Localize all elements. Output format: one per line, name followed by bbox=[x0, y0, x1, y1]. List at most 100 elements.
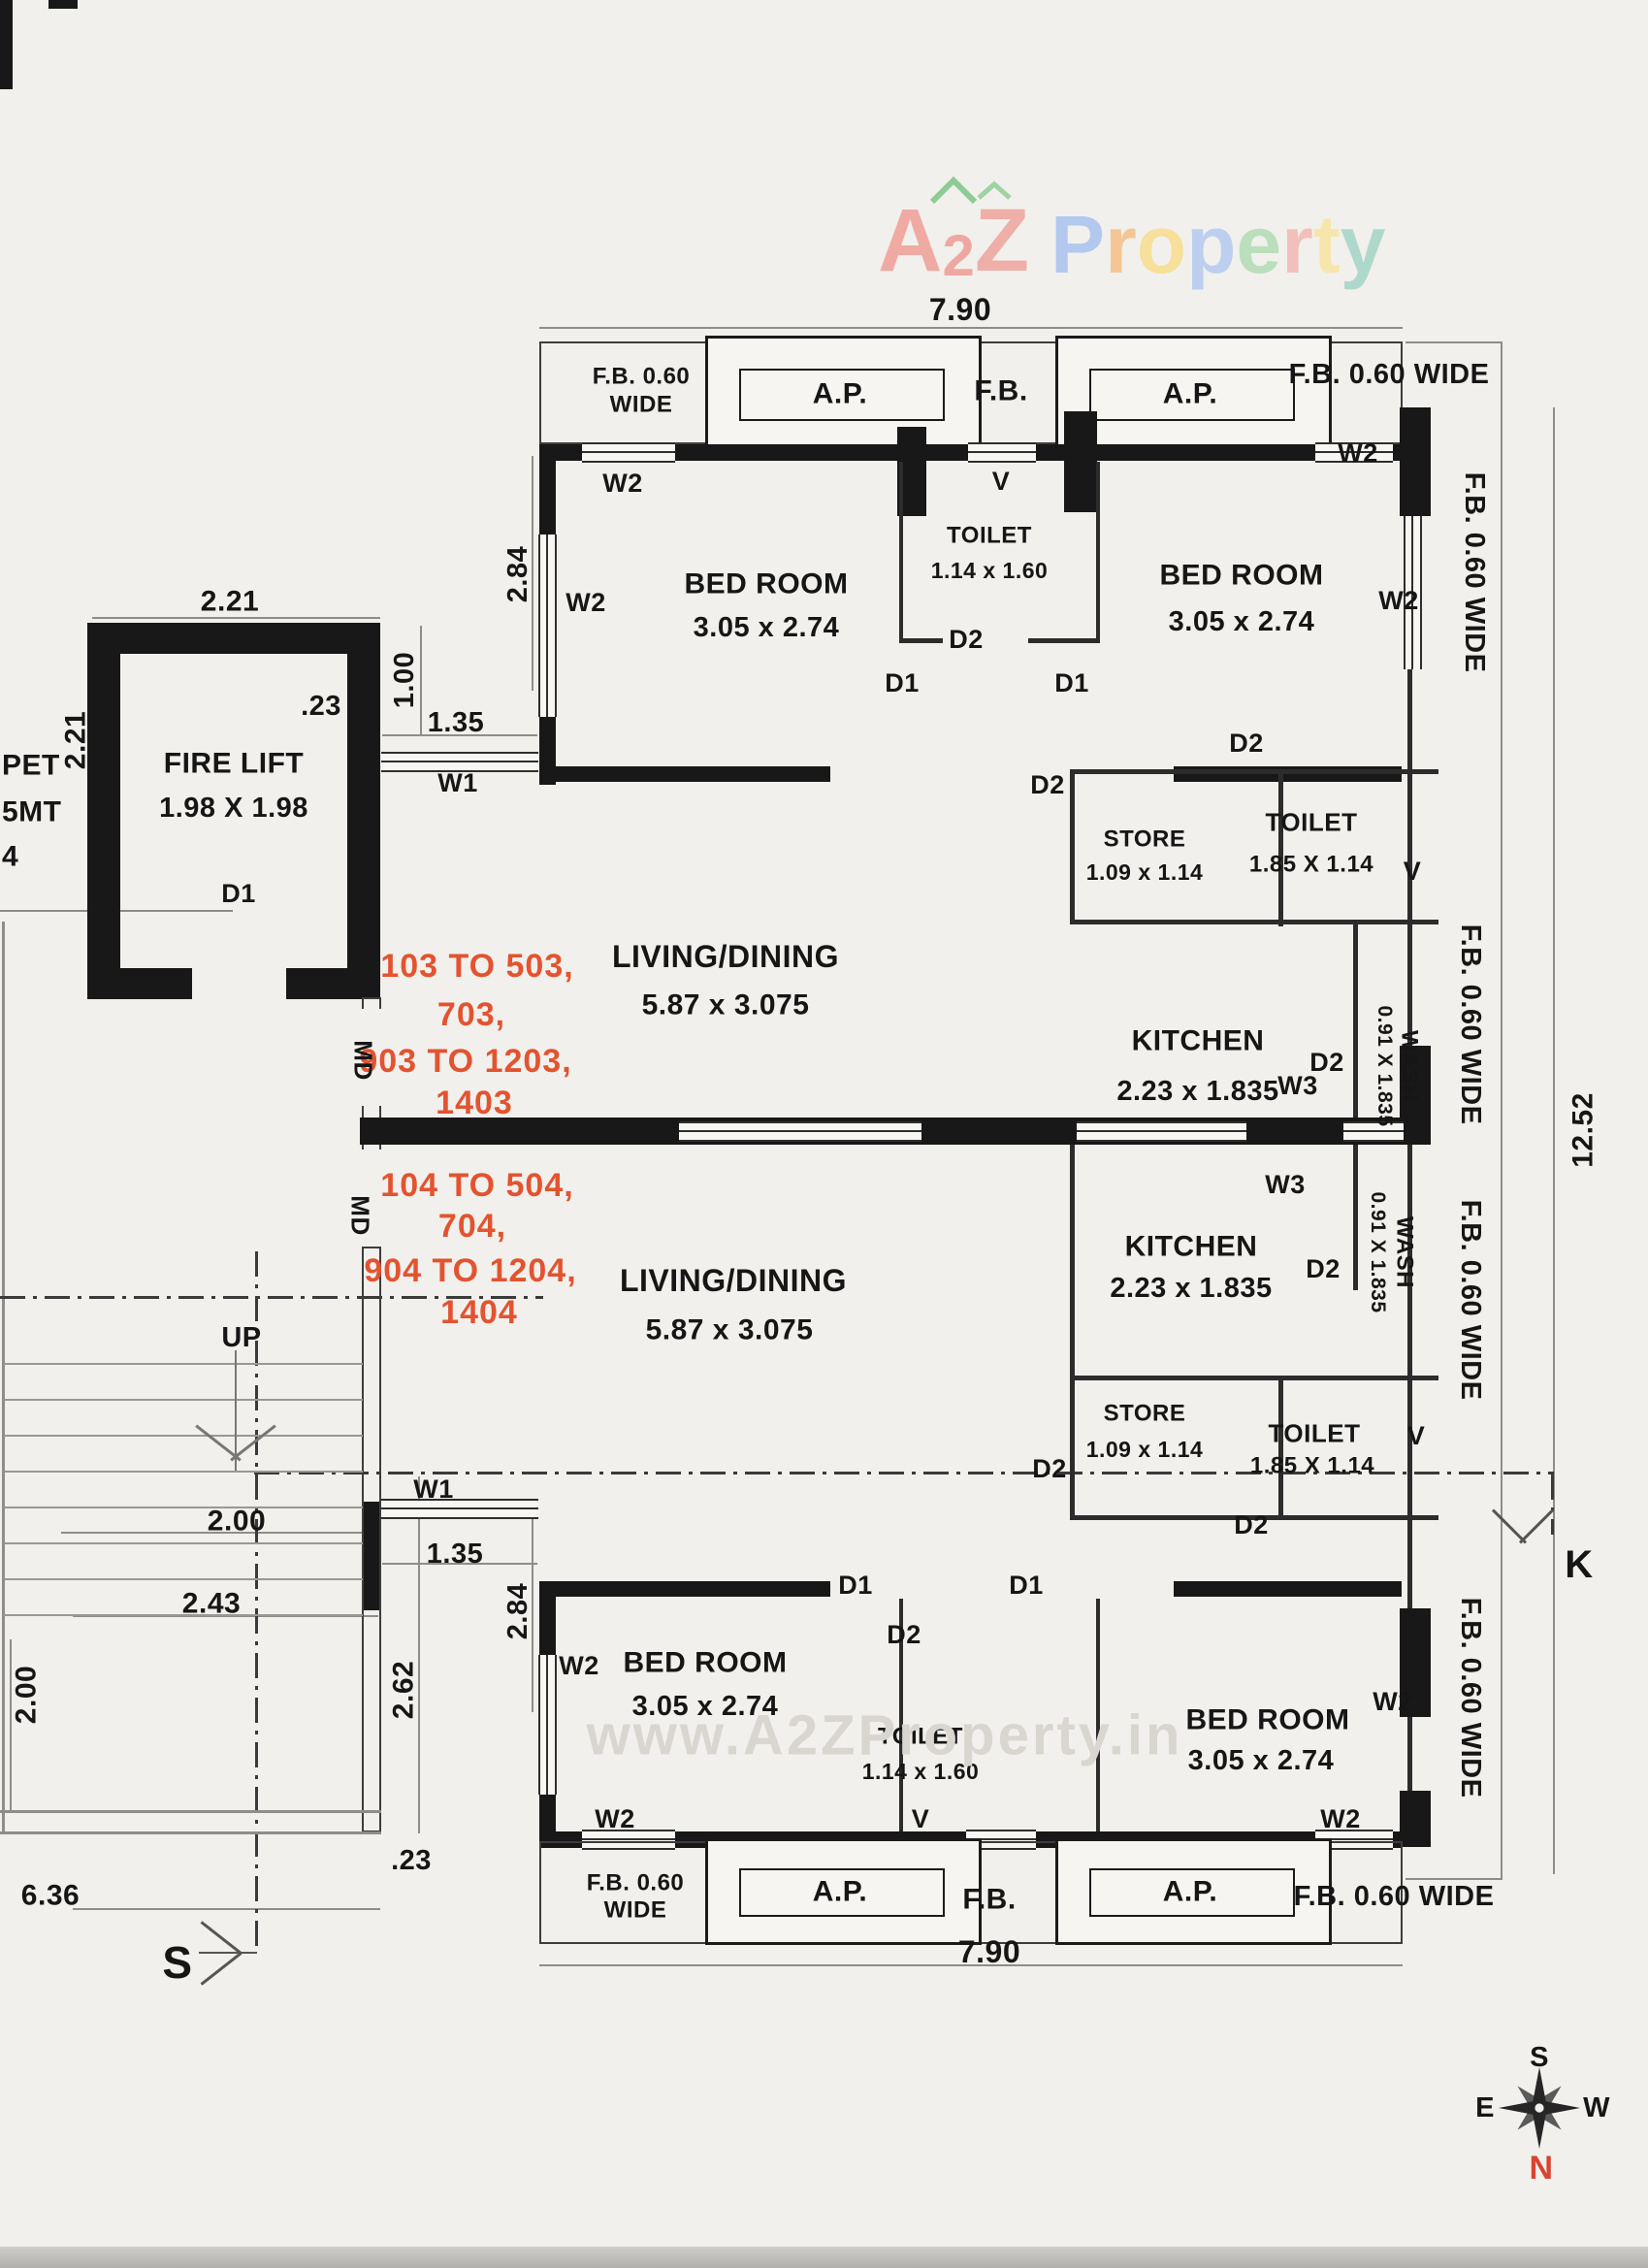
stair-arrow-stem bbox=[235, 1350, 237, 1471]
wall-toilet-bottom bbox=[899, 638, 943, 643]
logo-roof-icon bbox=[929, 176, 1012, 205]
ap-box-bottom-left-inner bbox=[739, 1868, 945, 1917]
label-d1: D1 bbox=[1009, 1570, 1044, 1600]
door-md-top bbox=[360, 1009, 383, 1106]
label-d2: D2 bbox=[1306, 1253, 1341, 1283]
label-w1: W1 bbox=[437, 767, 478, 797]
label-v: V bbox=[1403, 856, 1422, 886]
dim-200-stair: 2.00 bbox=[207, 1505, 267, 1538]
section-line-S-vertical bbox=[255, 1251, 258, 1954]
room-toilet-big-size: 1.85 X 1.14 bbox=[1249, 1452, 1375, 1479]
room-toilet-small-name: TOILET bbox=[947, 522, 1032, 549]
scan-bottom-band bbox=[0, 2247, 1648, 2268]
dim-262: 2.62 bbox=[387, 1660, 420, 1720]
s-arrowhead bbox=[200, 1952, 242, 1986]
wall-pier-right bbox=[1400, 407, 1431, 516]
s-arrowhead bbox=[200, 1921, 242, 1955]
window-v-toilet-top bbox=[968, 442, 1036, 463]
room-living-size: 5.87 x 3.075 bbox=[645, 1313, 814, 1346]
flat-range-top-3: 903 TO 1203, bbox=[359, 1043, 572, 1081]
room-toilet-big-name: TOILET bbox=[1265, 807, 1358, 837]
stair-tread bbox=[4, 1363, 363, 1365]
label-fb: F.B. bbox=[962, 1883, 1017, 1916]
window-separator bbox=[679, 1121, 921, 1142]
wall-store-left bbox=[1070, 1376, 1075, 1520]
room-toilet-small-name: TOILET bbox=[878, 1723, 963, 1750]
label-ap: A.P. bbox=[1162, 377, 1218, 410]
logo-letter: r bbox=[1281, 199, 1313, 290]
stair-arrowhead bbox=[230, 1424, 276, 1462]
label-w2: W2 bbox=[595, 1803, 635, 1833]
window-w2-left bbox=[538, 1655, 557, 1795]
room-bed-name: BED ROOM bbox=[623, 1646, 788, 1679]
wall-firelift-left bbox=[87, 623, 120, 999]
wall-wash-partition bbox=[1353, 1145, 1358, 1290]
label-d2: D2 bbox=[1234, 1509, 1269, 1539]
label-w2: W2 bbox=[1320, 1803, 1361, 1833]
wall-pier-right bbox=[1400, 1791, 1431, 1847]
label-w2: W2 bbox=[565, 587, 606, 617]
wall-pier bbox=[360, 1118, 383, 1145]
room-bed-name: BED ROOM bbox=[684, 567, 849, 600]
flat-range-bottom-2: 704, bbox=[437, 1208, 507, 1246]
room-store-name: STORE bbox=[1103, 1400, 1186, 1427]
dim-135: 1.35 bbox=[427, 706, 485, 738]
dim-200-left: 2.00 bbox=[10, 1665, 43, 1725]
room-firelift-size: 1.98 X 1.98 bbox=[159, 792, 308, 824]
wall-bed-left-bottom bbox=[539, 766, 830, 782]
scan-edge-mark bbox=[48, 0, 78, 9]
dim-line-135-top bbox=[382, 734, 537, 736]
compass-west: W bbox=[1583, 2091, 1610, 2123]
wall-kitchen-left bbox=[1070, 1145, 1075, 1380]
section-line-K-drop bbox=[1551, 1474, 1554, 1535]
wall-store-top bbox=[1070, 769, 1438, 774]
stair-tread bbox=[4, 1614, 363, 1616]
label-v: V bbox=[991, 466, 1011, 496]
label-d2: D2 bbox=[949, 624, 984, 654]
label-fb060wide: F.B. 0.60 WIDE bbox=[1293, 1880, 1495, 1912]
wall-pier bbox=[1064, 411, 1097, 512]
wall-store-toilet-divider bbox=[1278, 769, 1283, 926]
label-w1: W1 bbox=[413, 1474, 454, 1504]
room-kitchen-size: 2.23 x 1.835 bbox=[1116, 1075, 1279, 1107]
room-store-size: 1.09 x 1.14 bbox=[1085, 1436, 1204, 1462]
dim-790-bottom: 7.90 bbox=[957, 1934, 1021, 1970]
compass-rose: S E W N bbox=[1455, 2037, 1630, 2202]
flat-range-bottom-1: 104 TO 504, bbox=[380, 1167, 574, 1205]
room-kitchen-size: 2.23 x 1.835 bbox=[1110, 1272, 1273, 1304]
dim-line-262 bbox=[418, 1476, 420, 1833]
flat-range-top-1: 103 TO 503, bbox=[380, 948, 574, 986]
wall-store-top bbox=[1070, 1376, 1438, 1380]
dim-line-636 bbox=[73, 1908, 380, 1910]
room-bed-name: BED ROOM bbox=[1185, 1703, 1350, 1736]
label-w2: W2 bbox=[1338, 437, 1378, 468]
dim-line-1252 bbox=[1553, 407, 1555, 1874]
wall-toilet-bottom bbox=[1028, 638, 1100, 643]
logo-letter: r bbox=[1105, 199, 1137, 290]
label-k-section: K bbox=[1565, 1543, 1594, 1586]
label-md: MD bbox=[345, 1195, 375, 1236]
label-d2: D2 bbox=[887, 1619, 921, 1649]
stair-tread bbox=[4, 1435, 363, 1437]
label-d2: D2 bbox=[1309, 1047, 1344, 1077]
left-boundary-line bbox=[2, 922, 5, 1833]
dim-243: 2.43 bbox=[181, 1587, 242, 1620]
wall-wash-partition bbox=[1353, 920, 1358, 1118]
dim-135-bottom: 1.35 bbox=[426, 1538, 484, 1570]
wall-left-pier bbox=[539, 461, 556, 535]
wall-firelift-bottom-right bbox=[286, 968, 380, 999]
label-wide: WIDE bbox=[609, 391, 673, 418]
dim-221-top: 2.21 bbox=[200, 585, 260, 618]
wall-store-toilet-divider bbox=[1278, 1376, 1283, 1520]
label-ap: A.P. bbox=[812, 377, 868, 410]
label-wide: WIDE bbox=[603, 1896, 667, 1924]
label-md: MD bbox=[348, 1040, 378, 1081]
dim-line-bottom-790 bbox=[539, 1964, 1403, 1966]
ap-box-bottom-right-inner bbox=[1089, 1868, 1295, 1917]
room-living-name: LIVING/DINING bbox=[619, 1263, 848, 1299]
compass-star-icon bbox=[1499, 2067, 1580, 2149]
label-ap: A.P. bbox=[812, 1875, 868, 1908]
dim-line-284-bottom bbox=[532, 1508, 533, 1712]
stair-tread bbox=[4, 1471, 363, 1473]
window-w2-bottom-right bbox=[1315, 1830, 1393, 1850]
